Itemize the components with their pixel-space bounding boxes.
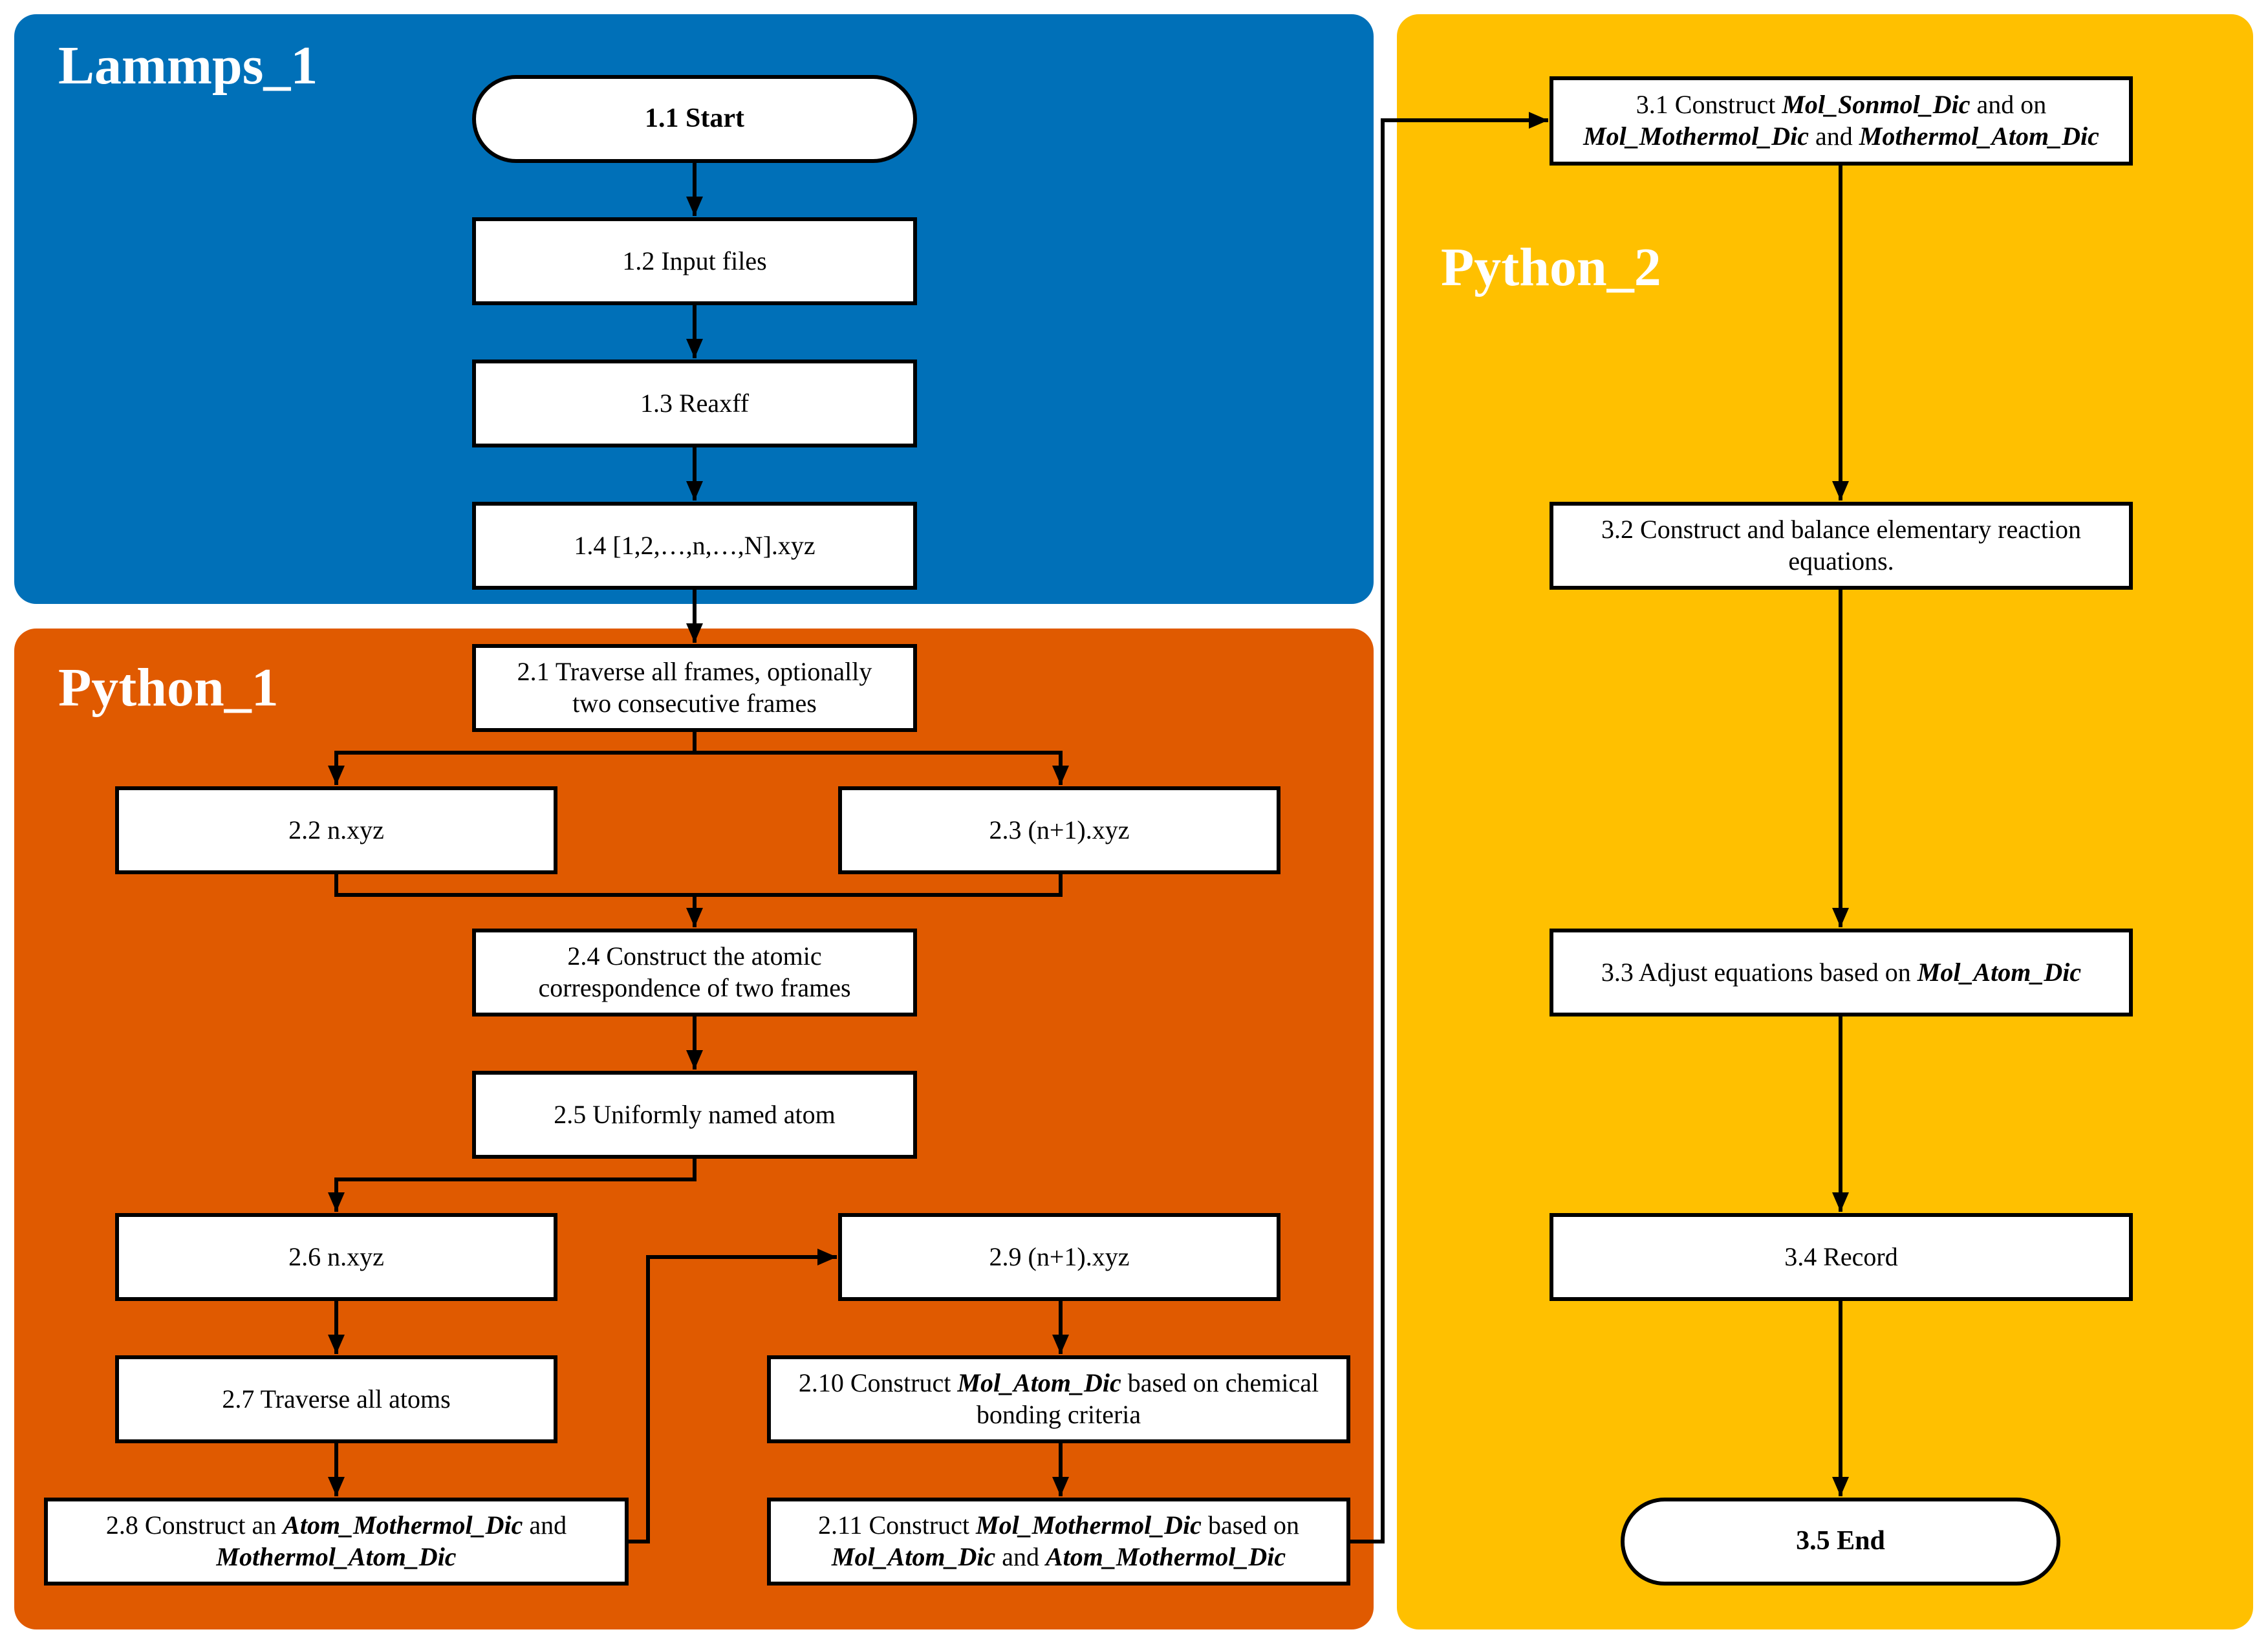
node-2-10-mol-atom-dic: 2.10 Construct Mol_Atom_Dic based on che… — [767, 1355, 1350, 1443]
identifier-text: Mothermol_Atom_Dic — [1859, 122, 2099, 151]
node-label-line: 1.4 [1,2,…,n,…,N].xyz — [574, 530, 815, 562]
label-text: 2.10 Construct — [798, 1368, 958, 1398]
label-text: 3.2 Construct and balance elementary rea… — [1601, 515, 2081, 544]
node-label-line: bonding criteria — [977, 1399, 1141, 1431]
label-text: based on chemical — [1121, 1368, 1319, 1398]
identifier-text: Mothermol_Atom_Dic — [216, 1542, 457, 1571]
panel-python-2 — [1397, 14, 2253, 1629]
node-label-line: 2.5 Uniformly named atom — [554, 1099, 835, 1131]
label-text: 2.1 Traverse all frames, optionally — [517, 657, 872, 687]
node-2-7-traverse-atoms: 2.7 Traverse all atoms — [115, 1355, 557, 1443]
node-label-line: 1.1 Start — [645, 102, 744, 135]
node-label-line: 2.10 Construct Mol_Atom_Dic based on che… — [799, 1368, 1319, 1399]
node-label-line: 3.1 Construct Mol_Sonmol_Dic and on — [1636, 89, 2046, 121]
node-label-line: 3.4 Record — [1784, 1242, 1898, 1273]
arrow-2-11-to-3-1 — [1350, 112, 1548, 1543]
label-text: 2.9 (n+1).xyz — [989, 1242, 1130, 1271]
panel-title-lammps: Lammps_1 — [58, 36, 318, 96]
node-label-line: 2.1 Traverse all frames, optionally — [517, 656, 872, 688]
node-1-1-start: 1.1 Start — [472, 75, 917, 163]
node-2-3-n-plus-1-xyz: 2.3 (n+1).xyz — [838, 786, 1280, 874]
label-text: 2.4 Construct the atomic — [567, 941, 822, 971]
node-label-line: two consecutive frames — [572, 688, 817, 720]
node-3-3-adjust-equations: 3.3 Adjust equations based on Mol_Atom_D… — [1550, 929, 2133, 1016]
label-text: equations. — [1788, 546, 1894, 575]
label-text: 2.2 n.xyz — [288, 815, 384, 844]
panel-title-python-1: Python_1 — [58, 658, 279, 718]
label-text: based on — [1201, 1511, 1300, 1540]
arrow-2-5-to-2-6 — [328, 1159, 697, 1212]
node-3-4-record: 3.4 Record — [1550, 1213, 2133, 1301]
identifier-text: Mol_Mothermol_Dic — [1583, 122, 1809, 151]
label-text: 1.2 Input files — [622, 246, 767, 275]
node-label-line: 3.3 Adjust equations based on Mol_Atom_D… — [1601, 957, 2081, 989]
node-label-line: equations. — [1788, 546, 1894, 577]
node-label-line: 1.2 Input files — [622, 246, 766, 277]
node-3-5-end: 3.5 End — [1621, 1498, 2060, 1586]
label-text: 1.3 Reaxff — [640, 388, 750, 418]
node-label-line: Mothermol_Atom_Dic — [216, 1542, 456, 1573]
identifier-text: Atom_Mothermol_Dic — [283, 1511, 523, 1540]
node-label-line: 1.3 Reaxff — [640, 388, 749, 420]
label-text: 3.1 Construct — [1636, 90, 1782, 120]
node-1-4-xyz-frames: 1.4 [1,2,…,n,…,N].xyz — [472, 502, 917, 590]
label-text: 2.5 Uniformly named atom — [554, 1099, 836, 1129]
arrow-2-1-to-2-3 — [695, 751, 1069, 785]
label-text: two consecutive frames — [572, 689, 817, 718]
label-text: 3.3 Adjust equations based on — [1601, 957, 1917, 987]
join-2-2-2-3 — [334, 874, 1063, 897]
identifier-text: Atom_Mothermol_Dic — [1045, 1542, 1286, 1571]
label-text: 2.8 Construct an — [105, 1511, 283, 1540]
node-label-line: Mol_Mothermol_Dic and Mothermol_Atom_Dic — [1583, 121, 2099, 153]
node-label-line: Mol_Atom_Dic and Atom_Mothermol_Dic — [832, 1542, 1286, 1573]
node-2-5-uniformly-named-atom: 2.5 Uniformly named atom — [472, 1071, 917, 1159]
node-2-9-n-plus-1-xyz: 2.9 (n+1).xyz — [838, 1213, 1280, 1301]
label-text: 1.4 [1,2,…,n,…,N].xyz — [574, 530, 815, 560]
label-text: and on — [1970, 90, 2047, 120]
node-label-line: 2.3 (n+1).xyz — [989, 815, 1130, 846]
identifier-text: Mol_Sonmol_Dic — [1782, 90, 1971, 120]
node-label-line: 2.6 n.xyz — [288, 1242, 384, 1273]
label-text: and — [995, 1542, 1046, 1571]
label-text: 1.1 Start — [645, 103, 744, 134]
label-text: 2.6 n.xyz — [288, 1242, 384, 1271]
node-label-line: 2.9 (n+1).xyz — [989, 1242, 1130, 1273]
node-2-6-n-xyz: 2.6 n.xyz — [115, 1213, 557, 1301]
label-text: correspondence of two frames — [538, 973, 851, 1002]
panel-title-python-2: Python_2 — [1441, 237, 1661, 297]
node-label-line: 2.11 Construct Mol_Mothermol_Dic based o… — [818, 1510, 1299, 1542]
label-text: and — [1809, 122, 1859, 151]
arrow-2-8-to-2-9 — [629, 1249, 837, 1543]
label-text: bonding criteria — [976, 1400, 1141, 1429]
node-label-line: 2.7 Traverse all atoms — [222, 1384, 450, 1415]
label-text: 3.5 End — [1796, 1526, 1885, 1556]
node-2-11-mol-mothermol-dic: 2.11 Construct Mol_Mothermol_Dic based o… — [767, 1498, 1350, 1586]
label-text: and — [523, 1511, 567, 1540]
node-2-2-n-xyz: 2.2 n.xyz — [115, 786, 557, 874]
node-label-line: 2.2 n.xyz — [288, 815, 384, 846]
label-text: 2.7 Traverse all atoms — [222, 1384, 451, 1414]
node-1-2-input-files: 1.2 Input files — [472, 217, 917, 305]
node-label-line: 3.2 Construct and balance elementary rea… — [1601, 514, 2081, 546]
identifier-text: Mol_Atom_Dic — [957, 1368, 1121, 1398]
node-1-3-reaxff: 1.3 Reaxff — [472, 360, 917, 447]
arrow-2-1-to-2-2 — [328, 732, 697, 785]
label-text: 3.4 Record — [1784, 1242, 1898, 1271]
identifier-text: Mol_Atom_Dic — [831, 1542, 996, 1571]
node-label-line: 3.5 End — [1796, 1525, 1885, 1558]
label-text: 2.3 (n+1).xyz — [989, 815, 1130, 844]
identifier-text: Mol_Mothermol_Dic — [976, 1511, 1202, 1540]
node-label-line: correspondence of two frames — [538, 973, 850, 1004]
identifier-text: Mol_Atom_Dic — [1917, 957, 2082, 987]
label-text: 2.11 Construct — [817, 1511, 977, 1540]
node-3-2-balance-equations: 3.2 Construct and balance elementary rea… — [1550, 502, 2133, 590]
node-label-line: 2.8 Construct an Atom_Mothermol_Dic and — [106, 1510, 567, 1542]
node-label-line: 2.4 Construct the atomic — [567, 941, 821, 973]
